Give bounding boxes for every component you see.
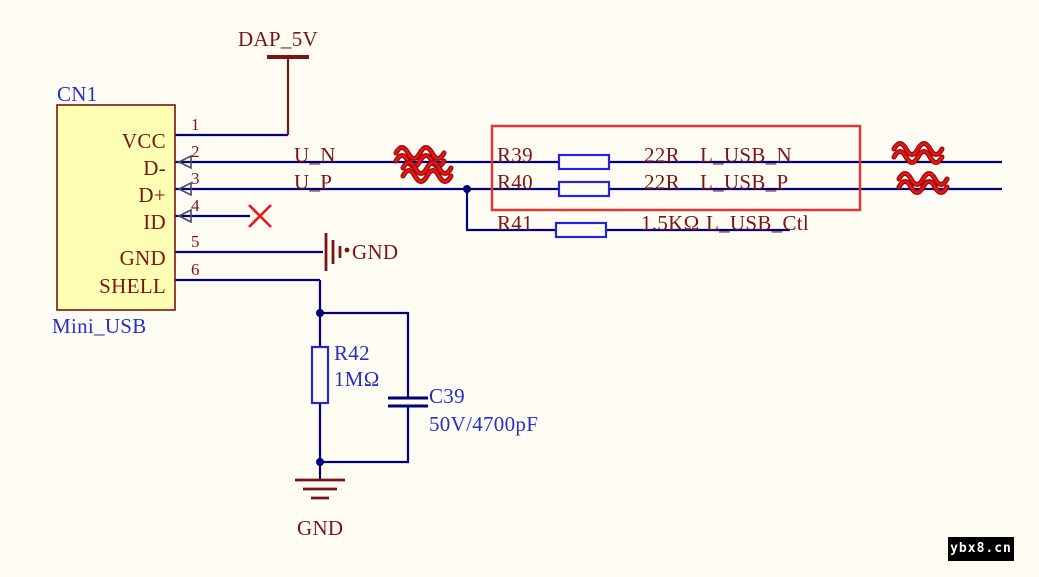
resistor-designator-r39: R39 <box>497 143 533 167</box>
net-label-l-usb-p: L_USB_P <box>700 170 789 194</box>
resistor-value-r41: 1.5KΩ <box>641 211 700 235</box>
junction-dot <box>463 185 471 193</box>
resistor-designator-r41: R41 <box>497 211 533 235</box>
pin-name-dminus: D- <box>143 156 166 180</box>
pin-arrow-icon <box>177 154 192 170</box>
ground-symbol-mid <box>324 233 350 271</box>
resistor-designator-r42: R42 <box>334 341 370 365</box>
connector-part-name: Mini_USB <box>52 314 147 338</box>
pin-arrow-icon <box>177 181 192 197</box>
diff-pair-icon <box>891 141 945 165</box>
ground-label-mid: GND <box>352 240 399 264</box>
connector-body <box>56 104 176 311</box>
diff-pair-icon <box>400 160 454 184</box>
ground-dot <box>344 247 350 253</box>
no-connect-x-icon <box>248 204 272 228</box>
wire-cap-top <box>320 311 410 397</box>
wire-usb-ctl <box>465 189 790 232</box>
junction-dot <box>316 458 324 466</box>
power-net-label: DAP_5V <box>238 27 318 51</box>
junction-dot <box>316 309 324 317</box>
capacitor-c39-icon <box>388 396 428 408</box>
resistor-value-r40: 22R <box>644 170 680 194</box>
no-connect-stroke <box>248 204 272 228</box>
squiggle <box>401 169 453 183</box>
pin-number-2: 2 <box>191 142 200 161</box>
highlight-box <box>490 124 862 212</box>
wire-cap-bottom <box>320 406 410 464</box>
squiggle <box>401 161 453 175</box>
ground-label-bottom: GND <box>297 516 344 540</box>
pin-input-arrows <box>177 154 192 224</box>
ground-symbol-bottom <box>295 478 345 500</box>
pin-number-1: 1 <box>191 115 200 134</box>
squiggle <box>892 150 944 164</box>
net-label-u-n: U_N <box>294 143 336 167</box>
net-label-l-usb-ctl: L_USB_Ctl <box>706 211 810 235</box>
resistor-body-r42 <box>310 345 330 405</box>
squiggle <box>892 142 944 156</box>
pin-name-gnd: GND <box>119 246 166 270</box>
resistor-designator-r40: R40 <box>497 170 533 194</box>
resistor-value-r39: 22R <box>644 143 680 167</box>
pin-number-6: 6 <box>191 260 200 279</box>
resistor-body-r41 <box>554 221 608 239</box>
pin-name-dplus: D+ <box>138 183 166 207</box>
wires <box>175 55 1002 479</box>
squiggle <box>897 172 949 186</box>
pin-name-id: ID <box>143 210 166 234</box>
net-label-l-usb-n: L_USB_N <box>700 143 792 167</box>
capacitor-designator-c39: C39 <box>429 384 465 408</box>
resistor-body-r39 <box>557 153 611 171</box>
pin-number-5: 5 <box>191 232 200 251</box>
pin-number-4: 4 <box>191 196 200 215</box>
capacitor-value-c39: 50V/4700pF <box>429 412 539 436</box>
squiggle <box>394 146 446 160</box>
resistor-body-r40 <box>557 180 611 198</box>
diff-pair-icon <box>896 171 950 195</box>
resistor-value-r42: 1MΩ <box>334 367 380 391</box>
connector-designator: CN1 <box>57 82 98 106</box>
net-label-u-p: U_P <box>294 170 333 194</box>
squiggle <box>897 180 949 194</box>
watermark: ybx8.cn <box>948 537 1014 561</box>
pin-name-vcc: VCC <box>121 129 166 153</box>
pin-number-3: 3 <box>191 169 200 188</box>
pin-name-shell: SHELL <box>99 274 166 298</box>
pin-arrow-icon <box>177 208 192 224</box>
